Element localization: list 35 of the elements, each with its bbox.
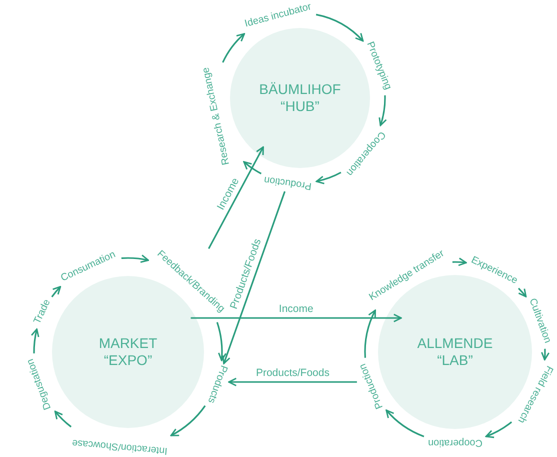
circle-title: ALLMENDE: [417, 334, 493, 352]
cycle-step-label: Ideas incubator: [244, 1, 313, 31]
arrow: [222, 191, 286, 364]
arrow: [222, 33, 246, 63]
circle-title: BÄUMLIHOF: [259, 81, 341, 98]
cycle-step-label: Research & Exchange: [200, 66, 233, 166]
arrow: [316, 14, 364, 42]
arrow: [208, 146, 264, 250]
arrow: [51, 286, 62, 298]
arrow: [485, 421, 512, 438]
arrow: [54, 410, 72, 428]
circle-title: “EXPO”: [104, 352, 152, 369]
cycle-step-label: Trade: [32, 298, 54, 326]
arrow: [378, 95, 387, 126]
arrow: [228, 378, 357, 386]
arrow: [216, 322, 226, 362]
cycle-step-label: Production: [264, 172, 313, 192]
arrow: [452, 258, 467, 266]
arrow: [386, 409, 424, 438]
arrow: [243, 161, 262, 174]
arrow: [121, 254, 150, 264]
cycle-step-label: Interaction/Showcase: [71, 436, 168, 456]
arrow: [364, 310, 376, 358]
arrow: [31, 328, 40, 354]
arrow: [316, 172, 342, 184]
arrow: [190, 314, 402, 322]
circle-title: “HUB”: [280, 98, 320, 115]
edge-label: Products/Foods: [254, 367, 330, 379]
circle-title: MARKET: [98, 334, 158, 352]
arrow: [518, 288, 527, 298]
circle-title: “LAB”: [437, 352, 473, 369]
edge-label: Income: [278, 303, 314, 315]
arrow: [170, 405, 206, 436]
arrow: [540, 348, 550, 360]
cycle-step-label: Cooperation: [428, 436, 482, 448]
